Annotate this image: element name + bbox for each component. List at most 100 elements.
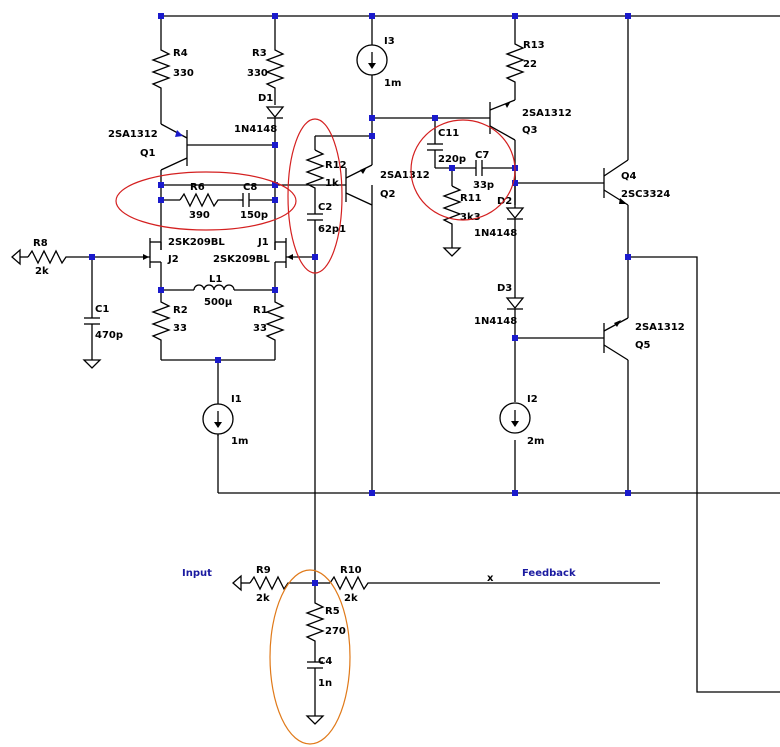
c2-capacitor: C2 62p1	[307, 200, 346, 583]
d2-value: 1N4148	[474, 228, 517, 239]
r12-value: 1k	[325, 178, 339, 189]
c4-value: 1n	[318, 678, 332, 689]
r11-name: R11	[460, 193, 482, 204]
d1-name: D1	[258, 93, 273, 104]
q1-transistor: 2SA1312 Q1	[108, 123, 275, 250]
q3-name: Q3	[522, 125, 538, 136]
d1-diode: D1 1N4148	[234, 93, 285, 250]
r6-value: 390	[189, 210, 210, 221]
d2-name: D2	[497, 196, 512, 207]
r1-resistor: R1 33	[253, 290, 285, 360]
q3-transistor: 2SA1312 Q3	[372, 99, 572, 205]
j1-value: 2SK209BL	[213, 254, 270, 265]
r12-resistor: R12 1k	[305, 135, 372, 200]
highlight-c11-c7-r11	[410, 119, 516, 221]
r10-feedback: R10 2k Feedback x	[315, 565, 660, 604]
i3-value: 1m	[384, 78, 401, 89]
c11-name: C11	[438, 128, 459, 139]
r9-value: 2k	[256, 593, 270, 604]
r8-input: R8 2k	[11, 238, 92, 277]
q2-transistor: 2SA1312 Q2	[305, 164, 430, 206]
r12-name: R12	[325, 160, 347, 171]
q4-value: 2SC3324	[621, 189, 670, 200]
i1-name: I1	[231, 394, 242, 405]
highlight-r12-c2	[287, 118, 343, 274]
bottom-rail	[217, 185, 780, 494]
c1-name: C1	[95, 304, 109, 315]
r4-value: 330	[173, 68, 194, 79]
r5-name: R5	[325, 606, 340, 617]
r3-resistor: R3 330	[247, 45, 285, 105]
r1-value: 33	[253, 323, 267, 334]
top-rail	[160, 15, 780, 160]
r8-name: R8	[33, 238, 48, 249]
r3-value: 330	[247, 68, 268, 79]
c4-capacitor: C4 1n	[305, 656, 332, 725]
c11-value: 220p	[438, 154, 466, 165]
c2-name: C2	[318, 202, 332, 213]
j2-name: J2	[167, 254, 179, 265]
q4-name: Q4	[621, 171, 637, 182]
l1-inductor: L1 500µ	[161, 274, 275, 308]
r5-value: 270	[325, 626, 346, 637]
c8-name: C8	[243, 182, 257, 193]
d1-value: 1N4148	[234, 124, 277, 135]
r2-value: 33	[173, 323, 187, 334]
feedback-net-label: Feedback	[522, 568, 576, 579]
r4-name: R4	[173, 48, 188, 59]
i2-name: I2	[527, 394, 538, 405]
r13-value: 22	[523, 59, 537, 70]
r11-resistor: R11 3k3	[442, 168, 482, 257]
i2-value: 2m	[527, 436, 544, 447]
r3-name: R3	[252, 48, 267, 59]
j2-value: 2SK209BL	[168, 237, 225, 248]
i2-current-source: I2 2m	[499, 394, 544, 447]
highlight-r6-c8	[115, 171, 297, 231]
j2-jfet: 2SK209BL J2	[92, 237, 225, 290]
node-x-label: x	[487, 573, 494, 584]
r9-input: Input R9 2k	[182, 565, 315, 604]
r10-value: 2k	[344, 593, 358, 604]
q1-value: 2SA1312	[108, 129, 158, 140]
c1-capacitor: C1 470p	[82, 257, 123, 369]
q4-transistor: Q4 2SC3324	[515, 159, 670, 318]
r13-resistor: R13 22	[505, 40, 545, 100]
j1-name: J1	[257, 237, 269, 248]
c7-name: C7	[475, 150, 489, 161]
r5-resistor: R5 270	[305, 583, 346, 662]
c1-value: 470p	[95, 330, 123, 341]
q5-name: Q5	[635, 340, 651, 351]
c11-capacitor: C11 220p	[427, 118, 476, 169]
c7-value: 33p	[473, 180, 494, 191]
r1-name: R1	[253, 305, 268, 316]
r10-name: R10	[340, 565, 362, 576]
d3-value: 1N4148	[474, 316, 517, 327]
c8-value: 150p	[240, 210, 268, 221]
i3-name: I3	[384, 36, 395, 47]
i1-current-source: I1 1m	[202, 360, 248, 447]
r2-name: R2	[173, 305, 188, 316]
r9-name: R9	[256, 565, 271, 576]
d3-diode: D3 1N4148	[474, 283, 525, 402]
input-net-label: Input	[182, 568, 212, 579]
r2-resistor: R2 33	[151, 290, 188, 360]
c4-name: C4	[318, 656, 332, 667]
i3-current-source: I3 1m	[356, 36, 401, 165]
c7-capacitor: C7 33p	[473, 150, 515, 191]
q5-transistor: 2SA1312 Q5	[515, 317, 685, 361]
q3-value: 2SA1312	[522, 108, 572, 119]
r11-value: 3k3	[460, 212, 481, 223]
r8-value: 2k	[35, 266, 49, 277]
junction-dots	[89, 13, 631, 586]
i1-value: 1m	[231, 436, 248, 447]
r6-name: R6	[190, 182, 205, 193]
c2-value: 62p1	[318, 224, 346, 235]
r13-name: R13	[523, 40, 545, 51]
q2-name: Q2	[380, 189, 396, 200]
r4-resistor: R4 330	[151, 45, 194, 124]
q5-value: 2SA1312	[635, 322, 685, 333]
output-wire	[628, 256, 780, 693]
l1-value: 500µ	[204, 297, 233, 308]
highlights	[115, 118, 516, 745]
